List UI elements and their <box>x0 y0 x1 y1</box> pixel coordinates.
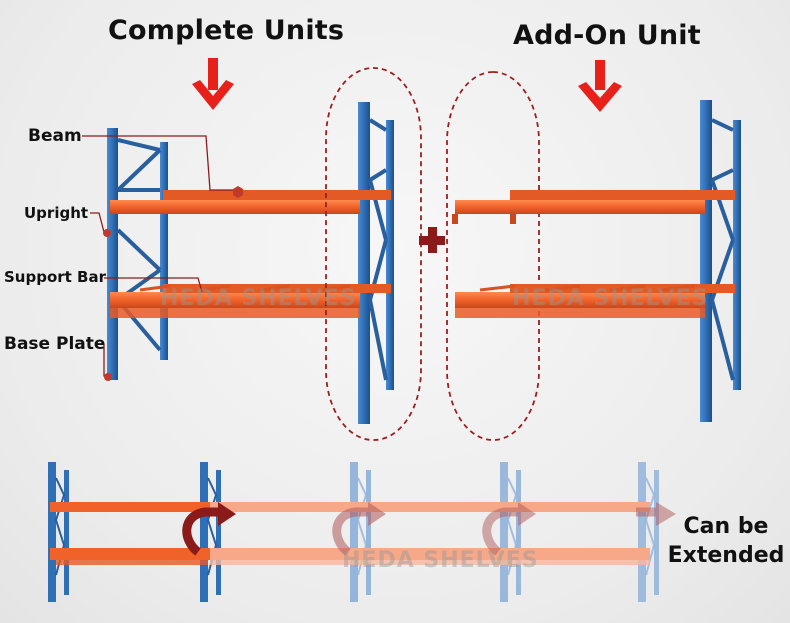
complete-down-arrow-icon <box>192 58 234 110</box>
plus-icon <box>419 227 445 253</box>
extended-rack-row <box>48 462 659 602</box>
extend-arrow-1-icon <box>182 502 236 556</box>
complete-units-title: Complete Units <box>108 15 345 46</box>
watermark-upper-right: HEDA SHELVES <box>512 286 709 311</box>
extend-arrow-3-icon <box>482 502 536 556</box>
addon-unit-highlight-oval <box>446 71 540 441</box>
can-be-extended-text: Can be Extended <box>666 512 786 570</box>
base-plate-label: Base Plate <box>4 334 106 354</box>
extend-line-2: Extended <box>667 543 785 568</box>
watermark-upper-left: HEDA SHELVES <box>160 286 357 311</box>
addon-unit-rack <box>452 100 741 422</box>
complete-unit-highlight-oval <box>325 67 422 441</box>
support-bar-label: Support Bar <box>4 268 107 286</box>
extend-line-1: Can be <box>683 514 769 539</box>
extend-arrow-4-icon <box>636 502 676 526</box>
addon-down-arrow-icon <box>578 60 622 112</box>
complete-unit-rack <box>107 102 394 424</box>
extend-arrow-2-icon <box>332 502 386 556</box>
watermark-bottom: HEDA SHELVES <box>342 548 539 573</box>
beam-label: Beam <box>28 126 82 146</box>
callout-dots <box>103 186 243 381</box>
upright-label: Upright <box>24 204 89 222</box>
addon-unit-title: Add-On Unit <box>513 20 701 51</box>
